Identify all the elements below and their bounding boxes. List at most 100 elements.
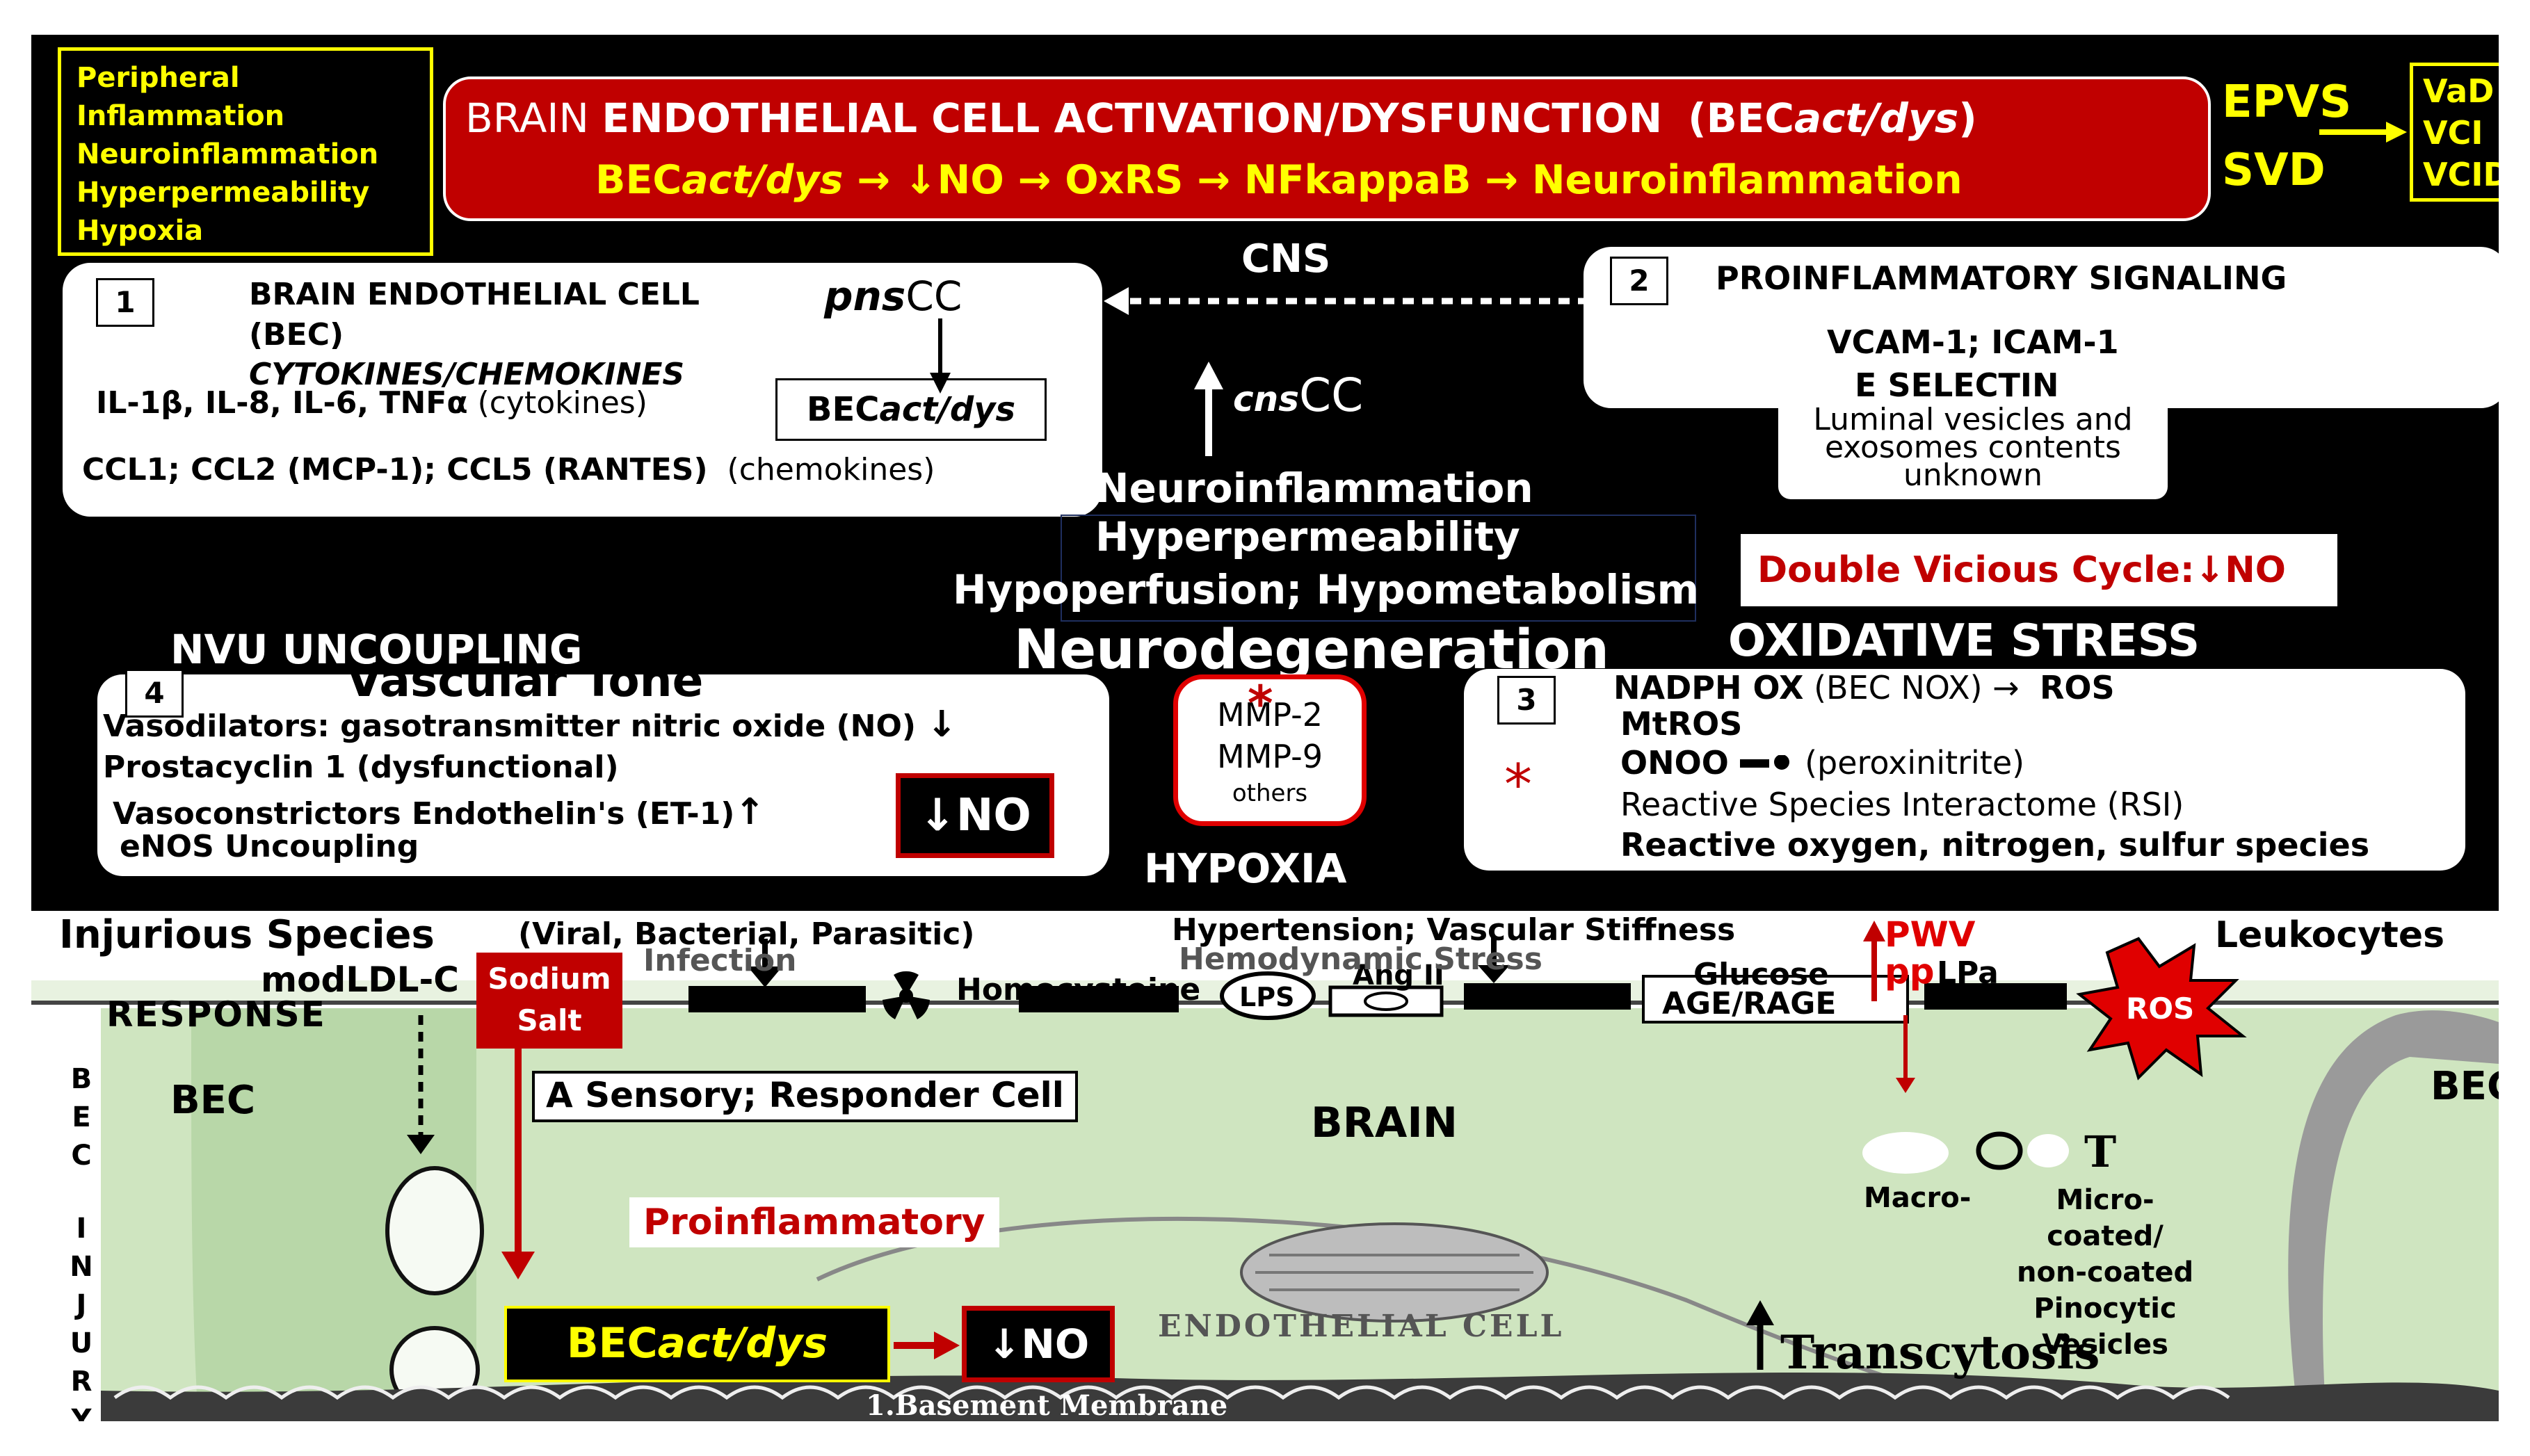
micro-line-2: coated/ (2047, 1220, 2164, 1252)
condition-peripheral: Peripheral (76, 62, 240, 94)
box-2-line1: VCAM-1; ICAM-1 (1827, 323, 2119, 361)
injury-letter-i: I (76, 1213, 87, 1245)
box-2-number: 2 (1610, 257, 1668, 305)
box-3-oxidative-stress: 3 NADPH OX (BEC NOX) → ROS MtROS ONOO (p… (1464, 669, 2465, 871)
figure-frame: Peripheral Inflammation Neuroinflammatio… (31, 35, 2499, 1421)
sensory-responder-box: A Sensory; Responder Cell (532, 1071, 1078, 1122)
glucose-label: Glucose (1693, 957, 1829, 992)
condition-hyperpermeability: Hyperpermeability (76, 177, 370, 209)
condition-hypoxia: Hypoxia (76, 215, 204, 247)
box-4-line4: eNOS Uncoupling (120, 829, 419, 864)
injury-letter-b: B (70, 1063, 92, 1095)
vesicles-note-box: Luminal vesicles and exosomes contents u… (1778, 402, 2168, 499)
bec-act-dys-lower-box: BECact/dys (504, 1306, 890, 1382)
center-hyperpermeability: Hyperpermeability (1095, 513, 1520, 560)
ros-burst-label: ROS (2126, 992, 2195, 1026)
down-arrow-glyph: ↓ (919, 790, 956, 841)
bec-act-dys-box-1: BECact/dys (775, 378, 1047, 441)
injury-letter-c: C (71, 1140, 92, 1172)
mmp-2: MMP-2 (1217, 696, 1323, 734)
box-1-cytokines: IL-1β, IL-8, IL-6, TNFα (cytokines) (96, 385, 647, 421)
age-rage-label: AGE/RAGE (1662, 986, 1837, 1021)
box-3-star: * (1504, 752, 1532, 817)
micro-line-5: Vesicles (2042, 1329, 2168, 1361)
ang-ii-label: Ang II (1353, 960, 1444, 992)
box-3-line3: ONOO (peroxinitrite) (1620, 744, 2025, 782)
vesicles-line-3: unknown (1903, 458, 2042, 493)
box-2-title: PROINFLAMMATORY SIGNALING (1716, 259, 2287, 297)
epvs-arrow (2319, 122, 2407, 143)
lower-illustration-panel: Injurious Species modLDL-C RESPONSE B E … (31, 911, 2499, 1421)
outcome-vci: VCI (2423, 114, 2483, 152)
bec-injury-vertical-label: B E C I N J U R Y (67, 1060, 95, 1421)
mmp-star: * (1248, 675, 1273, 732)
box-4-title: Vascular Tone (346, 654, 704, 707)
micro-line-4: Pinocytic (2033, 1293, 2177, 1325)
cns-label: CNS (1241, 236, 1331, 282)
hemodynamic-label: Hemodynamic Stress (1179, 941, 1542, 977)
down-arrow-glyph: ↓ (2194, 549, 2225, 591)
box-4-line1: Vasodilators: gasotransmitter nitric oxi… (103, 704, 957, 745)
tissue-illustration (31, 921, 2499, 1421)
banner-pathway: BECact/dys → ↓NO → OxRS → NFkappaB → Neu… (595, 157, 1963, 203)
box-2-line2: E SELECTIN (1855, 366, 2059, 404)
box-3-line4: Reactive Species Interactome (RSI) (1620, 786, 2184, 823)
salt-text: Salt (517, 1003, 582, 1037)
cns-up-arrow (1194, 362, 1223, 456)
pns-cc-label: pnsCC (824, 273, 962, 320)
mmp-others: others (1232, 779, 1308, 807)
box-4-line3: Vasoconstrictors Endothelin's (ET-1)↑ (113, 791, 765, 833)
micro-line-1: Micro- (2056, 1184, 2154, 1216)
brain-label: BRAIN (1311, 1099, 1458, 1147)
condition-inflammation: Inflammation (76, 100, 285, 132)
dementia-outcomes-box: VaD VCI VCID (2410, 63, 2499, 202)
hypertension-label: Hypertension; Vascular Stiffness (1172, 912, 1736, 948)
box-1-number: 1 (96, 278, 154, 327)
micro-vesicles-label: Micro- coated/ non-coated Pinocytic Vesi… (2017, 1182, 2193, 1363)
sodium-salt-box: Sodium Salt (476, 953, 622, 1049)
mmp-box: * MMP-2 MMP-9 others (1173, 674, 1367, 826)
outcome-vcid: VCID (2423, 156, 2499, 193)
epvs-label: EPVS (2222, 76, 2352, 128)
modldl-label: modLDL-C (261, 960, 459, 1000)
transcytosis-label: Transcytosis (1780, 1325, 2100, 1380)
t-cell-label: T (2084, 1126, 2117, 1177)
basement-membrane-label: 1.Basement Membrane (866, 1389, 1228, 1421)
bec-activation-banner: BRAIN ENDOTHELIAL CELL ACTIVATION/DYSFUN… (443, 76, 2211, 221)
bec-left-label: BEC (170, 1078, 256, 1123)
box-4-no-box: ↓NO (896, 773, 1054, 858)
nvu-uncoupling-label: NVU UNCOUPLING (170, 626, 583, 673)
down-arrow-glyph: ↓ (987, 1320, 1022, 1368)
injury-letter-r: R (70, 1366, 92, 1398)
sodium-text: Sodium (488, 962, 611, 996)
cns-cc-label: cnsCC (1233, 369, 1364, 422)
box-4-number: 4 (125, 669, 184, 718)
box-1-title: BRAIN ENDOTHELIAL CELL (249, 277, 700, 312)
box-3-line2: MtROS (1620, 705, 1743, 743)
center-neuroinflammation: Neuroinflammation (1095, 464, 1533, 512)
peroxynitrite-dash-dot-icon (1740, 754, 1790, 770)
up-arrow-glyph: ↑ (734, 791, 765, 833)
box-3-line5: Reactive oxygen, nitrogen, sulfur specie… (1620, 826, 2370, 864)
hypoxia-label: HYPOXIA (1144, 845, 1347, 892)
infection-label: Infection (643, 943, 797, 978)
injury-letter-u: U (70, 1327, 93, 1359)
lpa-label: LPa (1937, 955, 1999, 991)
micro-line-3: non-coated (2017, 1256, 2194, 1288)
lower-no-box: ↓NO (962, 1306, 1115, 1382)
response-label: RESPONSE (106, 994, 326, 1035)
endothelial-cell-label: ENDOTHELIAL CELL (1158, 1309, 1565, 1344)
center-outline-box (1061, 515, 1696, 622)
box-1-chemokines: CCL1; CCL2 (MCP-1); CCL5 (RANTES) (chemo… (82, 452, 935, 487)
injury-letter-j: J (76, 1289, 87, 1321)
cns-dotted-double-arrow (1104, 287, 1616, 315)
pwv-label: PWV (1885, 914, 1976, 955)
box-1-abbrev: (BEC) (249, 317, 344, 353)
box-3-line1: NADPH OX (BEC NOX) → ROS (1613, 669, 2115, 706)
box-1-brain-endothelial-cell: 1 BRAIN ENDOTHELIAL CELL (BEC) pnsCC CYT… (63, 263, 1102, 517)
down-arrow-glyph: ↓ (926, 704, 957, 745)
top-left-conditions-box: Peripheral Inflammation Neuroinflammatio… (58, 47, 433, 256)
viral-label: (Viral, Bacterial, Parasitic) (518, 916, 975, 952)
banner-title: BRAIN ENDOTHELIAL CELL ACTIVATION/DYSFUN… (465, 95, 1977, 142)
oxidative-stress-label: OXIDATIVE STRESS (1728, 615, 2200, 667)
